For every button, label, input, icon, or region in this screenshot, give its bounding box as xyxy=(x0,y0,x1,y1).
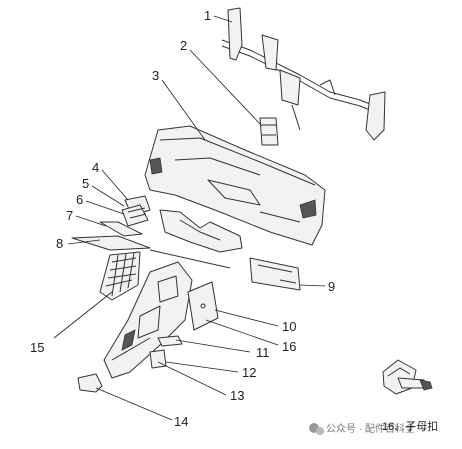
watermark-text: 公众号 · 配件百科全 xyxy=(326,422,415,435)
center-garnish xyxy=(149,209,243,269)
cross-car-beam xyxy=(221,7,386,141)
callout-14: 14 xyxy=(174,414,188,429)
side-air-vent xyxy=(121,195,151,227)
snap-fastener-icon xyxy=(382,359,433,395)
callout-12: 12 xyxy=(242,365,256,380)
console-side-panel xyxy=(187,281,219,331)
callout-7: 7 xyxy=(66,208,73,223)
callout-1: 1 xyxy=(204,8,211,23)
watermark: 公众号 · 配件百科全 xyxy=(309,422,415,435)
armrest-strip xyxy=(157,335,183,347)
glovebox xyxy=(249,257,301,291)
leader-lines xyxy=(53,15,326,421)
callout-10: 10 xyxy=(282,319,296,334)
callout-3: 3 xyxy=(152,68,159,83)
callout-15: 15 xyxy=(30,340,44,355)
callout-numbers: 1 2 3 4 5 6 7 8 9 10 11 12 13 14 15 16 xyxy=(30,8,335,429)
callout-9: 9 xyxy=(328,279,335,294)
instrument-panel-body xyxy=(144,125,326,246)
left-trim-strip xyxy=(71,221,151,251)
callout-8: 8 xyxy=(56,236,63,251)
callout-4: 4 xyxy=(92,160,99,175)
legend-snap-fastener: 16、子母扣 xyxy=(382,419,438,433)
left-lower-grille xyxy=(99,251,141,301)
steering-support-bracket xyxy=(259,117,279,146)
callout-2: 2 xyxy=(180,38,187,53)
callout-6: 6 xyxy=(76,192,83,207)
callout-13: 13 xyxy=(230,388,244,403)
callout-11: 11 xyxy=(256,345,270,360)
callout-5: 5 xyxy=(82,176,89,191)
callout-16: 16 xyxy=(282,339,296,354)
console-cap xyxy=(149,349,167,369)
center-console xyxy=(103,261,193,379)
